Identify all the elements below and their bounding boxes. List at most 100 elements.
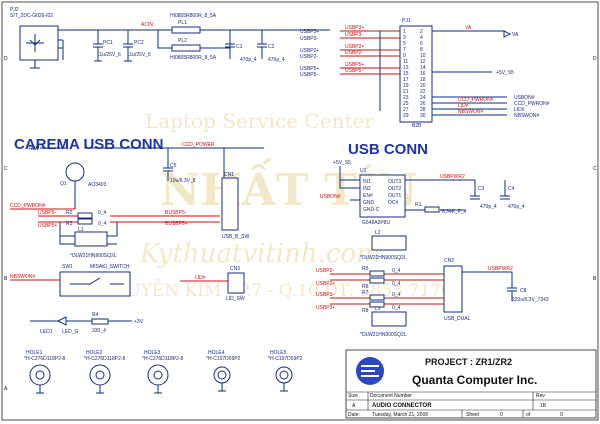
nbswon-net: NBSWON# — [10, 274, 36, 280]
mounting-hole-inner — [35, 370, 45, 380]
document-title: AUDIO CONNECTOR — [372, 403, 432, 409]
pj1-part: B2B — [412, 123, 422, 129]
pj1-ccdpwron-label: CCD_PWRON# — [514, 101, 550, 107]
mounting-hole-inner — [279, 370, 289, 380]
pj1-mid-lid: LID# — [458, 103, 469, 109]
pl2-ref: PL2 — [178, 38, 187, 44]
pj1-pin-right: 30 — [420, 113, 426, 119]
pj1-va-net: VA — [465, 25, 472, 31]
pj1-pin-right: 8 — [420, 47, 423, 53]
size-value: A — [352, 403, 356, 409]
pj1-usbon-label: USBON# — [514, 95, 535, 101]
rev-value: 1B — [540, 403, 547, 409]
cn1-symbol — [221, 177, 239, 231]
c3-value: 470p_4 — [480, 204, 497, 210]
c2-ref: C2 — [268, 44, 275, 50]
usbpwr-top-net: USBPWR2 — [488, 266, 513, 272]
date-value: Tuesday, March 21, 2006 — [372, 412, 428, 418]
pj1-left-net-2: USBP2+ — [300, 48, 319, 54]
q1-supply-label: +3V — [30, 146, 40, 152]
u1-pin-right: OC# — [388, 200, 399, 206]
cn2-symbol — [443, 265, 463, 313]
r8-value: 0_4 — [392, 305, 401, 311]
u1-pin-left: IN1 — [363, 179, 371, 185]
usb-net-3: USBP3+ — [316, 305, 335, 311]
pj1-pin-left: 19 — [403, 83, 409, 89]
c5-value: 10u/6.3V_8 — [170, 178, 196, 184]
row-marker-c: C — [4, 166, 8, 172]
r2-ref: R2 — [66, 210, 73, 216]
docnum-label: Document Number — [370, 393, 412, 399]
r1-symbol — [424, 206, 440, 213]
u1-ref: U1 — [360, 168, 367, 174]
pj1-pin-right: 6 — [420, 41, 423, 47]
pj1-pin-left: 21 — [403, 89, 409, 95]
pl2-part: HI0805R800R_8_5A — [170, 55, 217, 61]
mounting-hole-inner — [217, 370, 227, 380]
watermark-line1: Laptop Service Center — [145, 109, 374, 133]
r7-ref: R7 — [362, 290, 369, 296]
usbon-net: USBON# — [320, 194, 341, 200]
c8-ref: C8 — [520, 288, 527, 294]
pj1-pin-right: 20 — [420, 83, 426, 89]
pj1-pin-right: 26 — [420, 101, 426, 107]
c3-c4-plates — [470, 195, 510, 200]
pj1-pin-left: 11 — [403, 59, 408, 65]
r1-ref: R1 — [415, 202, 422, 208]
pj1-left-net-1: USBP3- — [300, 36, 318, 42]
l3-part: *DLW21HN900SQ2L — [360, 332, 407, 338]
c1-value: 470p_4 — [240, 57, 257, 63]
l1-part: *DLW21HN900SQ2L — [70, 253, 117, 259]
led-ref: LED1 — [40, 329, 53, 335]
usb-conn-heading: USB CONN — [348, 141, 428, 158]
pj1-pin-left: 7 — [403, 47, 406, 53]
pj1-left-net-4: USBP5+ — [300, 66, 319, 72]
camera-net-left-1: USBP5+ — [38, 223, 57, 229]
q1-ref: Q1 — [60, 181, 67, 187]
l2-part: *DLW21HN900SQ2L — [360, 255, 407, 261]
pj1-left-net-3: USBP2- — [300, 54, 318, 60]
ground-icon — [36, 385, 44, 394]
ground-icon — [218, 383, 226, 392]
pj1-mid-net-5: USBP5- — [345, 68, 363, 74]
title-block-grid — [346, 391, 596, 418]
acin-net: ACIN — [141, 22, 153, 28]
pj1-pin-left: 9 — [403, 53, 406, 59]
c4-value: 470p_4 — [508, 204, 525, 210]
pj2-ref: PJ2 — [10, 7, 19, 13]
pj1-pin-left: 15 — [403, 71, 409, 77]
ground-icon — [280, 383, 288, 392]
l1-wires — [59, 222, 118, 245]
pj1-va-label: VA — [512, 32, 519, 38]
u1-pin-left: GND-C — [363, 207, 380, 213]
r7-value: 0_4 — [392, 292, 401, 298]
l3-ref: L3 — [375, 306, 381, 312]
va-flag-icon — [503, 30, 512, 38]
title-block — [345, 349, 597, 419]
pj1-pin-left: 13 — [403, 65, 409, 71]
mounting-holes: HOLE1*H-C276D118P2-8HOLE2*H-C276D118P2-8… — [24, 350, 303, 394]
ccd-power-net: CCD_POWER — [182, 142, 215, 148]
l3-symbol — [371, 311, 407, 327]
c1-ref: C1 — [236, 44, 243, 50]
usbpwr-net: USBPWR2 — [440, 174, 465, 180]
switch-contact-icon — [70, 277, 124, 285]
pj1-pin-left: 25 — [403, 101, 409, 107]
row-marker-c-right: C — [593, 166, 597, 172]
hole-part: *H-C197D59P2 — [268, 356, 303, 362]
led-supply: +3V — [134, 319, 144, 325]
pj1-mid-net-3: USBP2- — [345, 50, 363, 56]
pj1-pin-right: 28 — [420, 107, 426, 113]
led-diode-icon — [56, 316, 67, 326]
hole-part: *H-C276D118P2-8 — [84, 356, 126, 362]
pj1-left-net-5: USBP5- — [300, 72, 318, 78]
cn1-part: USB_B_SW — [222, 234, 250, 240]
led-color: LED_G — [62, 329, 79, 335]
sw1-ref: SW1 — [62, 264, 73, 270]
cn2-part: USB_DUAL — [444, 316, 471, 322]
pj1-pin-numbers: 1357911131517192123252729246810121416182… — [403, 29, 426, 119]
pj1-nbswon-label: NBSWON# — [514, 113, 540, 119]
pl1-ref: PL1 — [178, 20, 187, 26]
u1-pin-left: IN2 — [363, 186, 371, 192]
cn3-symbol — [227, 272, 245, 294]
